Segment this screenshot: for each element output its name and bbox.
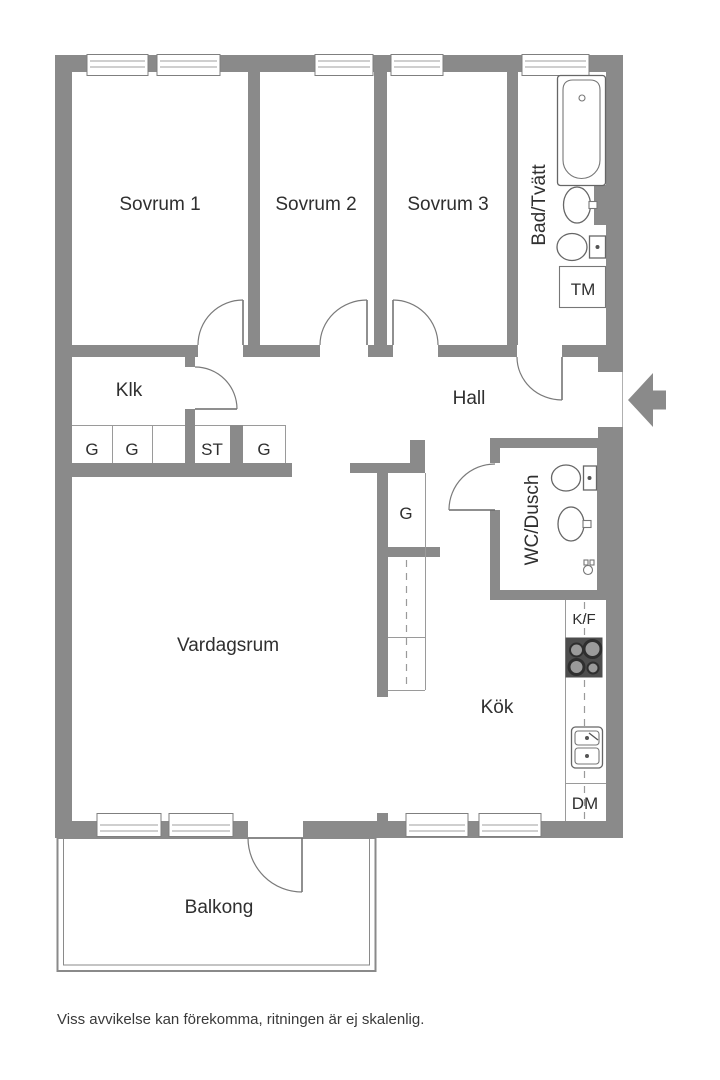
window-icon	[86, 54, 149, 76]
appliance-label-kf: K/F	[572, 611, 595, 628]
washing-machine-icon	[558, 265, 607, 309]
wall-left	[55, 55, 72, 838]
door-klk	[194, 366, 238, 410]
window-icon	[168, 813, 234, 837]
window-icon	[96, 813, 162, 837]
door-sovrum3	[392, 299, 439, 346]
toilet-icon	[556, 232, 607, 262]
door-bad-tvatt	[516, 356, 563, 401]
room-label-kok: Kök	[481, 697, 514, 718]
storage-row	[72, 425, 286, 463]
kitchen-sink-icon	[570, 726, 604, 769]
window-icon	[405, 813, 469, 837]
bathtub-icon	[556, 74, 607, 187]
stove-icon	[565, 637, 603, 678]
sink-icon	[557, 506, 592, 542]
storage-label-g1: G	[85, 440, 98, 459]
door-sovrum2	[319, 299, 368, 346]
room-label-wc-dusch: WC/Dusch	[522, 475, 543, 566]
window-icon	[521, 54, 590, 76]
appliance-label-dm: DM	[572, 794, 598, 813]
room-label-balkong: Balkong	[185, 897, 254, 918]
appliance-label-tm: TM	[571, 280, 596, 299]
floor-drain-icon	[582, 559, 595, 576]
door-wc-dusch	[448, 463, 496, 511]
storage-label-g-kok: G	[399, 504, 412, 523]
window-icon	[314, 54, 374, 76]
window-icon	[390, 54, 444, 76]
room-label-sovrum3: Sovrum 3	[407, 194, 488, 215]
storage-label-g2: G	[125, 440, 138, 459]
wall-right-upper	[606, 55, 623, 372]
sink-icon	[562, 186, 598, 224]
disclaimer-text: Viss avvikelse kan förekomma, ritningen …	[57, 1011, 424, 1028]
room-label-bad-tvatt: Bad/Tvätt	[529, 164, 550, 246]
room-label-hall: Hall	[453, 388, 486, 409]
storage-label-st: ST	[201, 440, 223, 459]
labels: Sovrum 1 Sovrum 2 Sovrum 3 Bad/Tvätt Klk…	[57, 164, 598, 1028]
room-label-sovrum1: Sovrum 1	[119, 194, 200, 215]
entrance-arrow-icon	[628, 373, 666, 427]
storage-label-g3: G	[257, 440, 270, 459]
fixtures	[550, 74, 666, 769]
windows	[86, 54, 590, 837]
door-sovrum1	[197, 299, 244, 346]
doors	[194, 299, 623, 893]
window-icon	[156, 54, 221, 76]
room-label-klk: Klk	[116, 380, 143, 401]
door-balkong	[247, 837, 303, 893]
room-label-vardagsrum: Vardagsrum	[177, 635, 279, 656]
window-icon	[478, 813, 542, 837]
toilet-icon	[550, 464, 598, 492]
room-label-sovrum2: Sovrum 2	[275, 194, 356, 215]
